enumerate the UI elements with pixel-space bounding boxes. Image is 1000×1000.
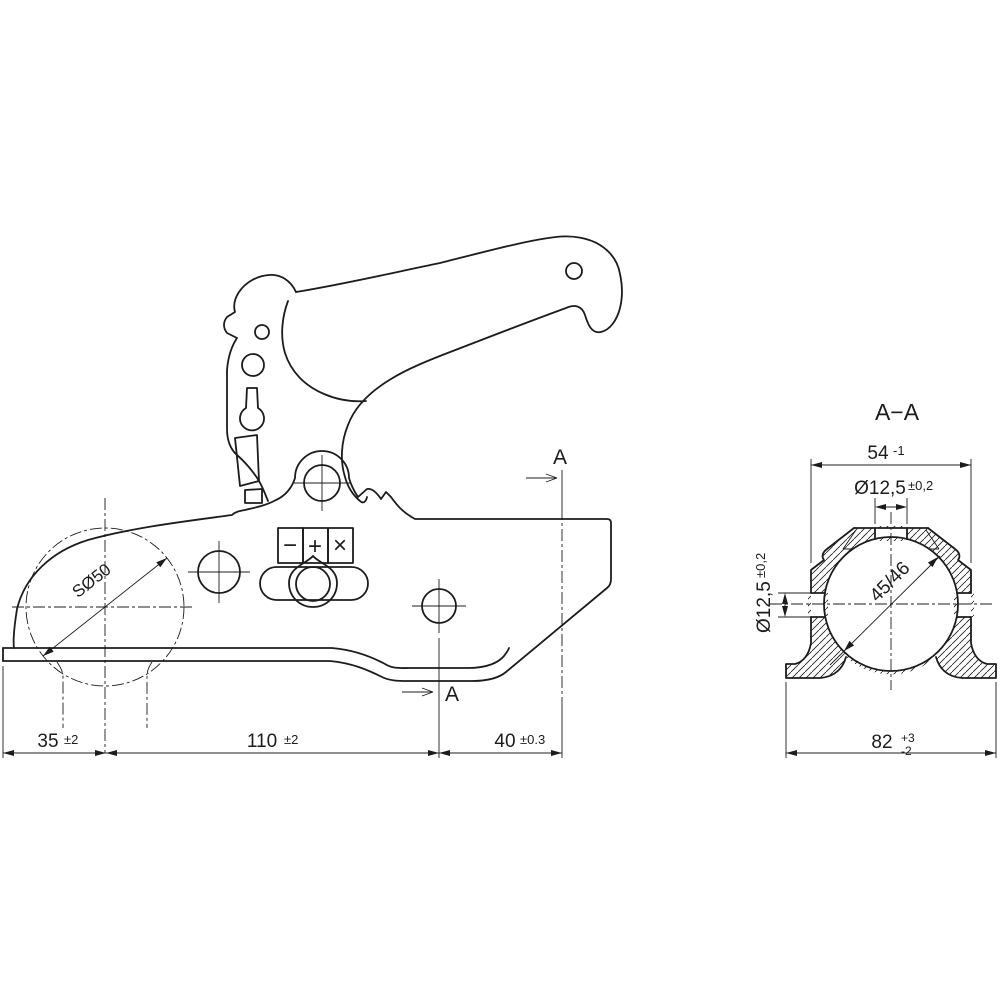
section-hatch-region — [786, 526, 996, 678]
ball-arrowhead-lower — [43, 646, 54, 656]
dim-arrow — [960, 462, 971, 468]
dim-40-tolerance: ±0.3 — [520, 732, 545, 747]
dim-arrow — [985, 750, 996, 756]
bore-arrow-lower — [844, 640, 855, 651]
dim-arrow — [428, 750, 439, 756]
section-left-upper — [810, 527, 855, 594]
bore-arrow-upper — [927, 557, 938, 568]
dim-holeside-extensions — [778, 592, 811, 618]
section-arrow-top — [526, 473, 558, 483]
section-label-top: A — [553, 446, 567, 469]
dim-arrow — [811, 462, 822, 468]
section-tophole-edges — [874, 527, 908, 540]
rear-hole-crosshair — [412, 579, 466, 633]
plate-top-edge — [2, 647, 510, 669]
section-arrow-bottom — [402, 687, 434, 697]
section-cut-top: A — [526, 446, 567, 758]
section-cut-bottom: A — [402, 638, 459, 758]
body-outline — [2, 450, 612, 682]
wear-drop-circle — [295, 566, 331, 602]
ball-neck-left — [56, 661, 64, 728]
dim-40-value: 40 — [494, 731, 515, 752]
section-sidehole-edges-right — [956, 592, 972, 618]
dim-54-tolerance: -1 — [893, 443, 905, 458]
ball-diameter-line — [42, 557, 168, 657]
dim-82: 82 +3 -2 — [785, 682, 997, 758]
section-left-lower — [785, 616, 847, 679]
front-hole-crosshair — [188, 541, 250, 603]
dim-arrow — [3, 750, 14, 756]
latch-outline — [223, 274, 297, 502]
lever-outline — [295, 235, 623, 504]
dim-54-value: 54 — [867, 443, 889, 464]
dim-arrow — [782, 606, 788, 617]
wear-box-cross — [327, 527, 354, 564]
section-right-upper — [927, 527, 972, 594]
dim-hole-top: Ø12,5 ±0,2 — [854, 478, 933, 524]
pivot-crosshair — [294, 455, 350, 511]
dim-82-extensions — [785, 682, 997, 758]
dim-holetop-extensions — [874, 498, 908, 524]
dim-arrow — [95, 750, 106, 756]
section-right-lower — [935, 616, 997, 679]
ball-arrowhead-upper — [156, 558, 167, 568]
dim-holeside-value: Ø12,5 — [754, 581, 775, 633]
section-title: A−A — [875, 399, 920, 425]
latch-hole-large — [241, 353, 265, 377]
dim-82-value: 82 — [871, 732, 892, 753]
dim-54-extensions — [810, 459, 972, 563]
dim-arrow — [782, 593, 788, 604]
dim-arrow — [439, 750, 450, 756]
dim-35-tolerance: ±2 — [64, 732, 78, 747]
section-inner-chamfer-left — [842, 529, 857, 550]
dim-holeside-tolerance: ±0,2 — [753, 553, 768, 578]
wear-symbol-plus: + — [308, 533, 322, 560]
dim-82-tolerance-minus: -2 — [901, 744, 912, 758]
latch-hole-small — [254, 324, 270, 340]
latch-adjuster-bar — [234, 434, 260, 487]
main-view: − + × SØ50 A — [2, 235, 623, 758]
latch-keyhole-slot — [239, 387, 265, 432]
dim-holetop-tolerance: ±0,2 — [908, 478, 933, 493]
section-inner-chamfer-right — [925, 529, 940, 550]
lever-inner-curve — [281, 300, 367, 403]
dim-arrow — [786, 750, 797, 756]
wear-symbol-minus: − — [283, 532, 297, 559]
latch-foot — [244, 488, 263, 504]
wear-indicator: − + × — [259, 527, 369, 608]
dim-arrow — [106, 750, 117, 756]
dim-hole-side: Ø12,5 ±0,2 — [753, 553, 811, 633]
dim-arrow — [896, 504, 907, 510]
dim-110-value: 110 — [247, 731, 277, 752]
dim-arrow — [875, 504, 886, 510]
section-label-bottom: A — [445, 683, 459, 706]
dim-arrow — [551, 750, 562, 756]
dim-82-tolerance-plus: +3 — [901, 731, 915, 745]
lever-handle-hole — [565, 262, 583, 280]
wear-symbol-cross: × — [333, 532, 347, 559]
dim-110-tolerance: ±2 — [284, 732, 298, 747]
ball-neck-right — [146, 661, 153, 728]
dim-54: 54 -1 — [810, 443, 972, 563]
dim-35-value: 35 — [37, 731, 58, 752]
section-sidehole-edges-left — [810, 592, 826, 618]
main-dimensions: 35 ±2 110 ±2 40 ±0.3 — [2, 666, 562, 758]
dim-holetop-value: Ø12,5 — [854, 478, 906, 499]
wear-drop-outline — [288, 555, 338, 608]
